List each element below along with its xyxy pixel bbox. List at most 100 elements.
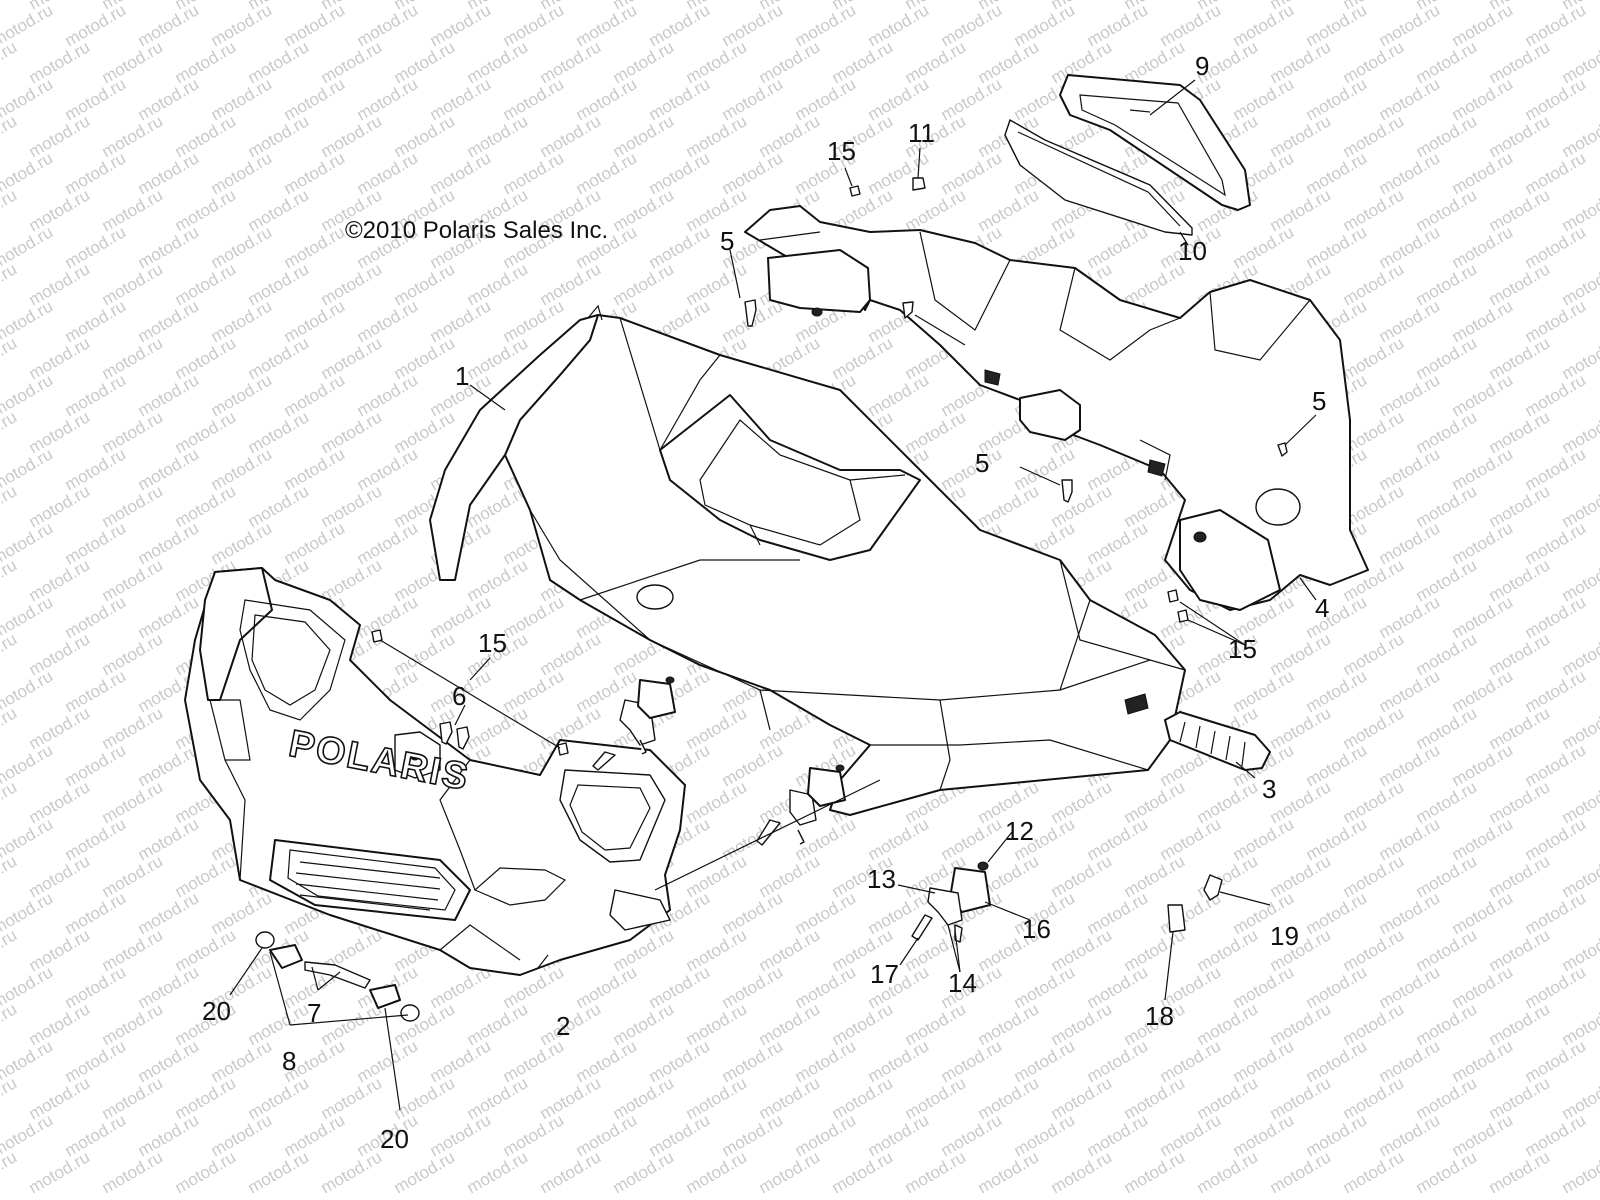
watermark-text: motod.ru	[281, 74, 349, 124]
fastener-15-top	[849, 185, 861, 197]
screw-6-b	[456, 726, 470, 750]
watermark-text: motod.ru	[354, 444, 422, 494]
watermark-text: motod.ru	[62, 1036, 130, 1086]
watermark-text: motod.ru	[1230, 1110, 1298, 1160]
watermark-text: motod.ru	[1157, 1036, 1225, 1086]
watermark-text: motod.ru	[1084, 0, 1152, 50]
watermark-text: motod.ru	[208, 1036, 276, 1086]
watermark-text: motod.ru	[62, 518, 130, 568]
callout-20-a: 20	[202, 996, 231, 1026]
watermark-text: motod.ru	[1449, 222, 1517, 272]
watermark-text: motod.ru	[62, 814, 130, 864]
callout-16: 16	[1022, 914, 1051, 944]
callout-19: 19	[1270, 921, 1299, 951]
watermark-text: motod.ru	[135, 296, 203, 346]
watermark-text: motod.ru	[281, 0, 349, 50]
watermark-text: motod.ru	[646, 1036, 714, 1086]
watermark-text: motod.ru	[1449, 296, 1517, 346]
watermark-text: motod.ru	[865, 148, 933, 198]
watermark-text: motod.ru	[756, 1147, 824, 1197]
watermark-text: motod.ru	[1011, 0, 1079, 50]
watermark-text: motod.ru	[829, 1147, 897, 1197]
watermark-text: motod.ru	[135, 592, 203, 642]
callout-6: 6	[452, 681, 466, 711]
callout-20-b: 20	[380, 1124, 409, 1154]
watermark-text: motod.ru	[62, 888, 130, 938]
watermark-text: motod.ru	[281, 518, 349, 568]
watermark-text: motod.ru	[1376, 666, 1444, 716]
watermark-text: motod.ru	[1376, 1036, 1444, 1086]
callout-5-b: 5	[1312, 386, 1326, 416]
watermark-text: motod.ru	[1230, 814, 1298, 864]
watermark-text: motod.ru	[1522, 148, 1590, 198]
watermark-text: motod.ru	[1303, 1036, 1371, 1086]
fastener-15-right-b	[1177, 609, 1189, 623]
watermark-text: motod.ru	[1449, 592, 1517, 642]
part-10-bezel-gasket	[1004, 119, 1193, 236]
watermark-text: motod.ru	[354, 0, 422, 50]
watermark-text: motod.ru	[1084, 1036, 1152, 1086]
fastener-5-b	[902, 301, 914, 319]
watermark-text: motod.ru	[573, 1110, 641, 1160]
watermark-text: motod.ru	[1376, 0, 1444, 50]
fastener-5-a	[744, 299, 757, 327]
watermark-text: motod.ru	[1230, 1036, 1298, 1086]
watermark-text: motod.ru	[135, 222, 203, 272]
watermark-text: motod.ru	[0, 629, 20, 679]
watermark-text: motod.ru	[1340, 1147, 1408, 1197]
callout-7: 7	[307, 998, 321, 1028]
watermark-text: motod.ru	[427, 0, 495, 50]
watermark-text: motod.ru	[0, 1147, 20, 1197]
watermark-text: motod.ru	[938, 1110, 1006, 1160]
watermark-text: motod.ru	[0, 259, 20, 309]
watermark-text: motod.ru	[902, 1147, 970, 1197]
watermark-text: motod.ru	[135, 1110, 203, 1160]
watermark-text: motod.ru	[1157, 1110, 1225, 1160]
fastener-15-left	[371, 629, 383, 643]
watermark-text: motod.ru	[1522, 296, 1590, 346]
watermark-text: motod.ru	[1522, 666, 1590, 716]
watermark-text: motod.ru	[1449, 370, 1517, 420]
watermark-text: motod.ru	[208, 148, 276, 198]
watermark-text: motod.ru	[0, 925, 20, 975]
watermark-text: motod.ru	[646, 1110, 714, 1160]
watermark-text: motod.ru	[208, 444, 276, 494]
watermark-text: motod.ru	[135, 740, 203, 790]
watermark-text: motod.ru	[1522, 370, 1590, 420]
watermark-text: motod.ru	[427, 74, 495, 124]
watermark-text: motod.ru	[1303, 592, 1371, 642]
watermark-text: motod.ru	[792, 1110, 860, 1160]
watermark-text: motod.ru	[0, 851, 20, 901]
callout-11: 11	[908, 118, 935, 148]
watermark-text: motod.ru	[1376, 370, 1444, 420]
pin-17	[911, 914, 933, 941]
watermark-text: motod.ru	[1084, 222, 1152, 272]
watermark-text: motod.ru	[427, 1036, 495, 1086]
fastener-5-d	[1277, 442, 1288, 457]
watermark-text: motod.ru	[62, 1110, 130, 1160]
part-2-front-bumper: POLARIS	[184, 567, 686, 976]
watermark-text: motod.ru	[1522, 592, 1590, 642]
watermark-text: motod.ru	[1011, 962, 1079, 1012]
watermark-text: motod.ru	[1376, 962, 1444, 1012]
bushing-upper-a	[637, 679, 676, 719]
watermark-text: motod.ru	[1449, 444, 1517, 494]
watermark-text: motod.ru	[427, 296, 495, 346]
watermark-text: motod.ru	[62, 296, 130, 346]
watermark-text: motod.ru	[281, 222, 349, 272]
watermark-text: motod.ru	[1449, 148, 1517, 198]
watermark-text: motod.ru	[354, 518, 422, 568]
clip-upper-a	[639, 739, 647, 755]
watermark-text: motod.ru	[646, 962, 714, 1012]
part-9-gauge-bezel	[1059, 74, 1251, 211]
watermark-text: motod.ru	[792, 888, 860, 938]
watermark-text: motod.ru	[1449, 740, 1517, 790]
watermark-text: motod.ru	[1303, 740, 1371, 790]
part-4-dash-panel	[744, 205, 1369, 611]
push-rivet-19	[1203, 874, 1223, 901]
watermark-text: motod.ru	[354, 592, 422, 642]
watermark-text: motod.ru	[1486, 1147, 1554, 1197]
watermark-text: motod.ru	[0, 407, 20, 457]
watermark-text: motod.ru	[719, 888, 787, 938]
watermark-text: motod.ru	[1084, 518, 1152, 568]
